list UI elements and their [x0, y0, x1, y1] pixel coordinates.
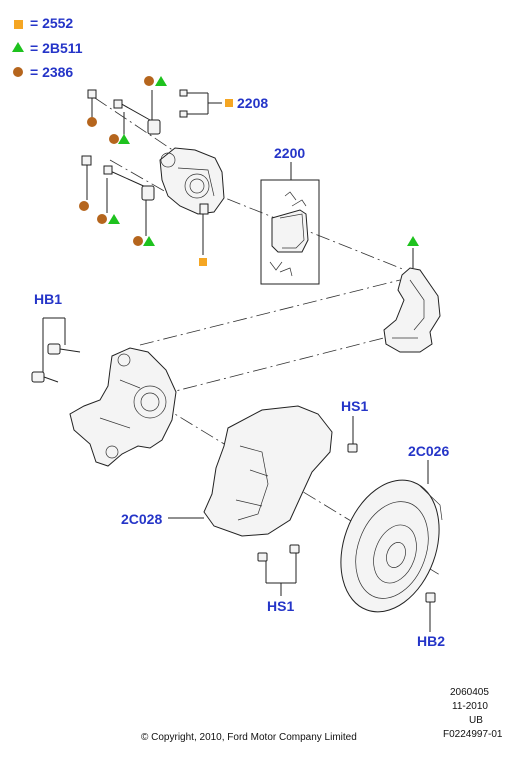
- label-hs1-top: HS1: [341, 398, 369, 414]
- part-2b511-marker: [108, 214, 120, 224]
- brake-pad-kit: [260, 162, 320, 285]
- part-2386-marker: [79, 201, 89, 211]
- guide-pin-caps: [179, 89, 222, 118]
- legend-triangle-icon: [12, 42, 24, 52]
- legend-2552-text: = 2552: [30, 15, 74, 31]
- part-2386-marker: [97, 214, 107, 224]
- label-hb1: HB1: [34, 291, 63, 307]
- caliper-bolt-group-upper: [87, 89, 161, 135]
- footer-code-4: F0224997-01: [443, 729, 503, 740]
- footer-code-2: 11-2010: [452, 701, 488, 712]
- caliper-anchor-bracket: [383, 267, 441, 353]
- footer-code-3: UB: [469, 715, 483, 726]
- caliper-bolt-group-lower: [81, 155, 155, 236]
- label-hb2: HB2: [417, 633, 446, 649]
- part-2386-marker: [133, 236, 143, 246]
- legend-2b511-text: = 2B511: [30, 40, 83, 56]
- part-2552-marker: [225, 99, 233, 107]
- label-2200: 2200: [274, 145, 306, 161]
- part-2386-marker: [144, 76, 154, 86]
- label-2c028: 2C028: [121, 511, 163, 527]
- part-2386-marker: [87, 117, 97, 127]
- part-2b511-marker: [407, 236, 419, 246]
- label-hs1-bottom: HS1: [267, 598, 295, 614]
- label-2208: 2208: [237, 95, 269, 111]
- part-2386-marker: [109, 134, 119, 144]
- label-2c026: 2C026: [408, 443, 450, 459]
- disc-bolt-hb2: [425, 592, 436, 632]
- legend-circle-icon: [13, 67, 23, 77]
- part-2b511-marker: [143, 236, 155, 246]
- legend-2386-text: = 2386: [30, 64, 74, 80]
- brake-caliper: [159, 147, 225, 215]
- part-2b511-marker: [155, 76, 167, 86]
- legend-square-icon: [14, 20, 23, 29]
- shield-bolts-hs1: [257, 416, 358, 596]
- hub-bolts-hb1: [31, 317, 81, 383]
- copyright-text: © Copyright, 2010, Ford Motor Company Li…: [141, 732, 357, 743]
- footer-code-1: 2060405: [450, 687, 489, 698]
- brake-disc: [340, 460, 443, 613]
- steering-knuckle: [69, 347, 177, 467]
- part-2b511-marker: [118, 134, 130, 144]
- part-2552-marker: [199, 258, 207, 266]
- brake-splash-shield: [168, 405, 333, 537]
